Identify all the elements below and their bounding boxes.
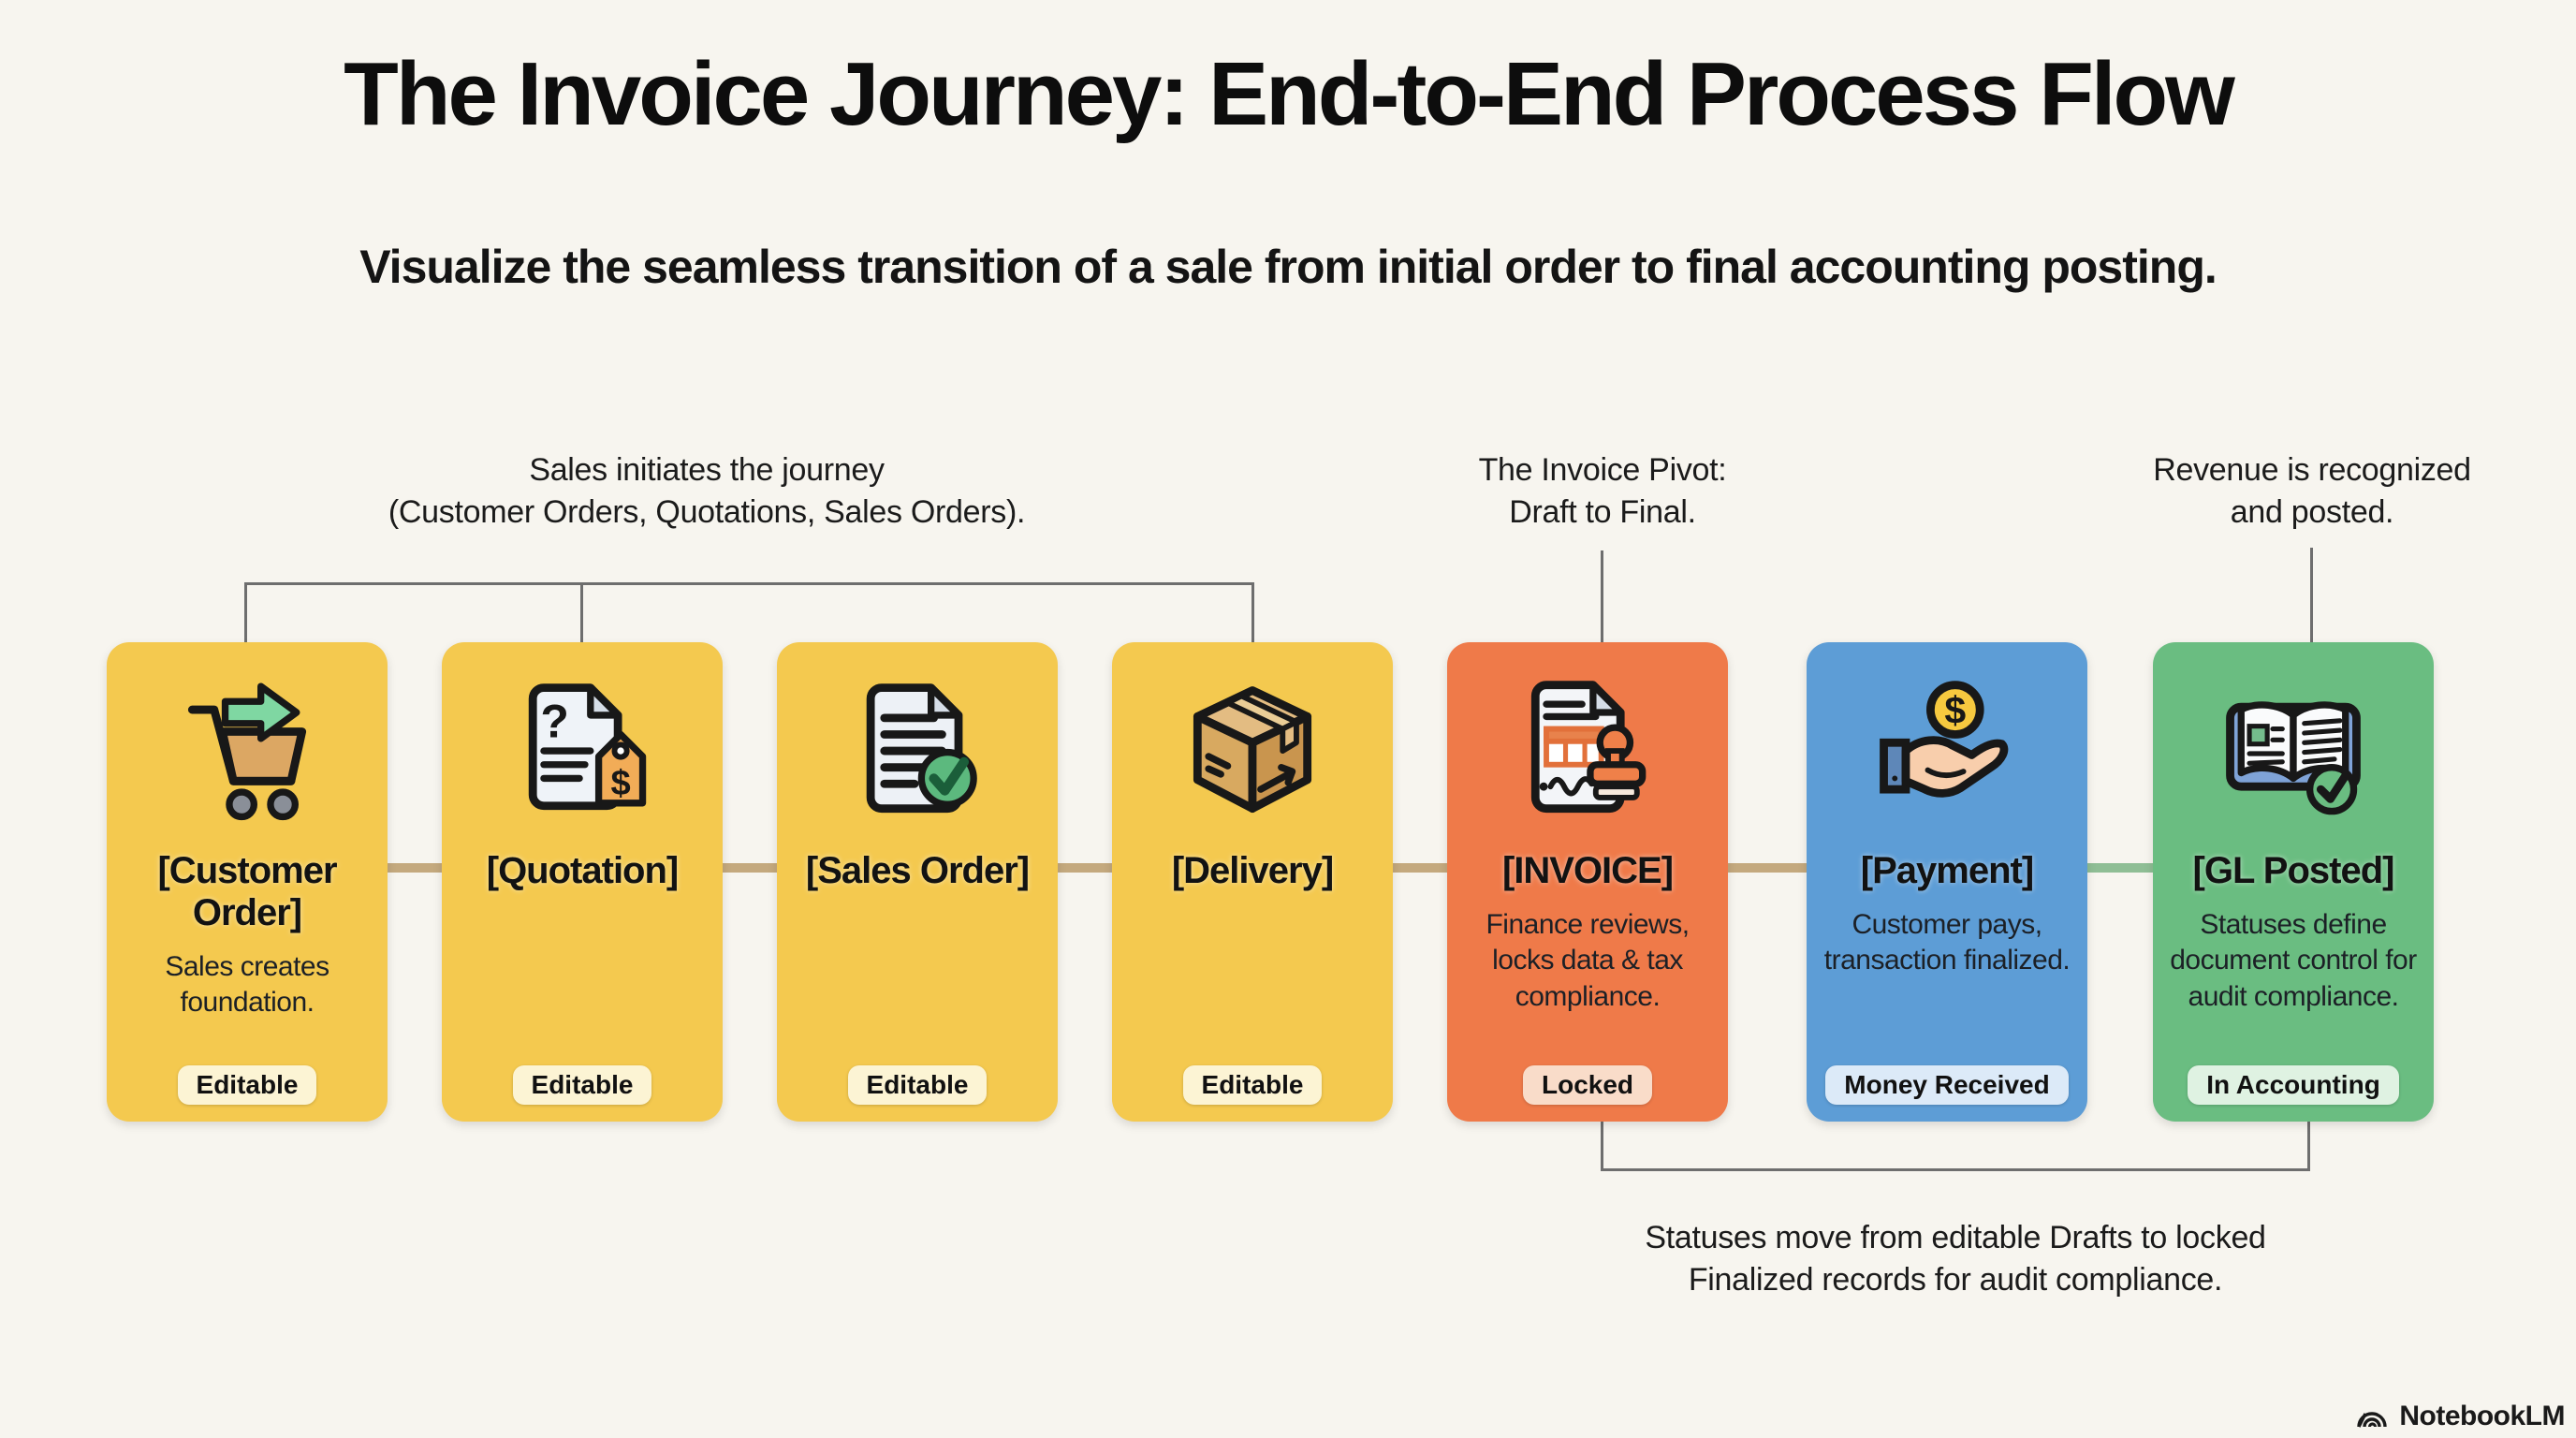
card-title: [GL Posted] bbox=[2192, 850, 2395, 891]
page-subtitle: Visualize the seamless transition of a s… bbox=[359, 241, 2217, 293]
card-title: [Customer Order] bbox=[157, 850, 337, 933]
quotation-document-icon: ? $ bbox=[500, 657, 665, 850]
svg-text:$: $ bbox=[610, 763, 630, 803]
status-badge: Locked bbox=[1522, 1065, 1653, 1105]
card-body: Statuses define document control for aud… bbox=[2170, 908, 2417, 1012]
annotation-line: Revenue is recognized bbox=[2153, 452, 2471, 488]
annotation-invoice-pivot: The Invoice Pivot: Draft to Final. bbox=[1322, 449, 1883, 534]
annotation-line: (Customer Orders, Quotations, Sales Orde… bbox=[388, 493, 1026, 530]
status-badge: Money Received bbox=[1825, 1065, 2069, 1105]
flow-connector bbox=[388, 863, 442, 873]
shopping-cart-icon bbox=[165, 657, 329, 850]
flow-connector bbox=[1728, 863, 1807, 873]
status-badge: Editable bbox=[847, 1065, 988, 1105]
ledger-book-icon bbox=[2211, 657, 2376, 850]
card-title: [Sales Order] bbox=[805, 850, 1030, 891]
top-bracket-drop-quotation bbox=[580, 582, 583, 646]
svg-text:?: ? bbox=[540, 695, 568, 747]
flow-connector bbox=[1058, 863, 1112, 873]
card-customer-order: [Customer Order] Sales creates foundatio… bbox=[107, 642, 388, 1122]
card-sales-order: [Sales Order] Editable bbox=[777, 642, 1058, 1122]
status-badge: Editable bbox=[177, 1065, 317, 1105]
bottom-bracket-rise-gl-posted bbox=[2307, 1122, 2310, 1171]
top-bracket-horizontal-line bbox=[244, 582, 1254, 585]
bottom-bracket-rise-invoice bbox=[1601, 1122, 1603, 1171]
annotation-sales-initiation: Sales initiates the journey (Customer Or… bbox=[145, 449, 1268, 534]
card-title: [INVOICE] bbox=[1501, 850, 1674, 891]
invoice-pivot-drop-line bbox=[1601, 550, 1603, 646]
card-body: Finance reviews, locks data & tax compli… bbox=[1486, 908, 1690, 1012]
status-badge: In Accounting bbox=[2188, 1065, 2399, 1105]
bottom-bracket-horizontal-line bbox=[1601, 1168, 2310, 1171]
flow-connector bbox=[1393, 863, 1447, 873]
annotation-statuses: Statuses move from editable Drafts to lo… bbox=[1581, 1217, 2330, 1301]
top-bracket-drop-customer-order bbox=[244, 582, 247, 646]
card-gl-posted: [GL Posted] Statuses define document con… bbox=[2153, 642, 2434, 1122]
status-badge: Editable bbox=[1182, 1065, 1323, 1105]
annotation-revenue: Revenue is recognized and posted. bbox=[2031, 449, 2576, 534]
card-title: [Quotation] bbox=[486, 850, 679, 891]
card-title: [Payment] bbox=[1860, 850, 2034, 891]
invoice-stamp-icon bbox=[1505, 657, 1670, 850]
card-payment: $ [Payment] Customer pays, transaction f… bbox=[1807, 642, 2087, 1122]
annotation-line: and posted. bbox=[2230, 493, 2394, 530]
notebooklm-logo-icon bbox=[2354, 1402, 2392, 1431]
notebooklm-brand-label: NotebookLM bbox=[2399, 1401, 2565, 1431]
flow-connector bbox=[723, 863, 777, 873]
revenue-drop-line bbox=[2310, 548, 2313, 646]
notebooklm-brand: NotebookLM bbox=[2354, 1401, 2565, 1432]
card-body: Customer pays, transaction finalized. bbox=[1823, 908, 2071, 976]
annotation-line: Draft to Final. bbox=[1509, 493, 1696, 530]
annotation-line: Finalized records for audit compliance. bbox=[1688, 1261, 2223, 1298]
annotation-line: Statuses move from editable Drafts to lo… bbox=[1645, 1220, 2266, 1255]
annotation-line: Sales initiates the journey bbox=[529, 452, 885, 488]
page-title: The Invoice Journey: End-to-End Process … bbox=[344, 44, 2235, 144]
approved-document-icon bbox=[835, 657, 1000, 850]
card-delivery: [Delivery] Editable bbox=[1112, 642, 1393, 1122]
annotation-line: The Invoice Pivot: bbox=[1478, 452, 1727, 488]
status-badge: Editable bbox=[512, 1065, 652, 1105]
card-body: Sales creates foundation. bbox=[165, 950, 329, 1018]
hand-coin-icon: $ bbox=[1865, 657, 2029, 850]
top-bracket-drop-delivery bbox=[1251, 582, 1254, 646]
card-invoice: [INVOICE] Finance reviews, locks data & … bbox=[1447, 642, 1728, 1122]
flow-connector bbox=[2087, 863, 2153, 873]
card-title: [Delivery] bbox=[1171, 850, 1334, 891]
package-box-icon bbox=[1170, 657, 1335, 850]
svg-text:$: $ bbox=[1944, 689, 1966, 732]
card-quotation: ? $ [Quotation] Editable bbox=[442, 642, 723, 1122]
